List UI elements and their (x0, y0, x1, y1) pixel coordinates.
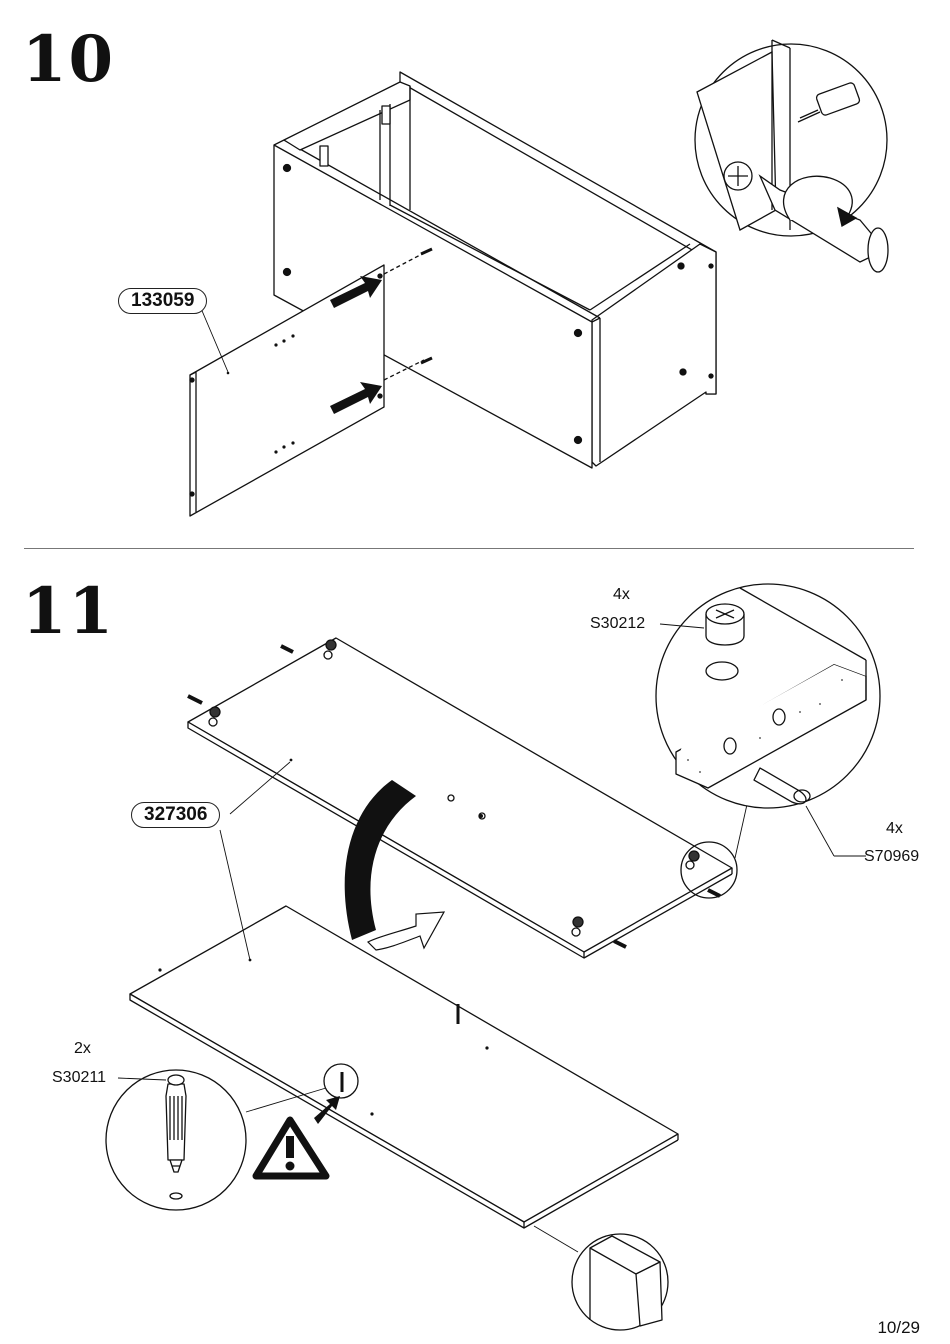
warning-icon (256, 1096, 340, 1176)
curved-flip-arrow-icon (345, 780, 444, 950)
screwdriver-icon (695, 40, 888, 272)
cam-lock-code: S30212 (590, 615, 645, 633)
step-11-number: 11 (22, 580, 115, 644)
part-number-133059: 133059 (118, 288, 207, 314)
dowel-code: S70969 (864, 848, 919, 866)
cam-bolt-quantity: 2x (74, 1040, 91, 1058)
page-number: 10/29 (877, 1318, 920, 1338)
step-10-illustration (0, 0, 950, 548)
cam-lock-quantity: 4x (613, 586, 630, 604)
part-number-327306: 327306 (131, 802, 220, 828)
dowel-quantity: 4x (886, 820, 903, 838)
step-divider (24, 548, 914, 549)
cam-bolt-code: S30211 (52, 1069, 106, 1087)
